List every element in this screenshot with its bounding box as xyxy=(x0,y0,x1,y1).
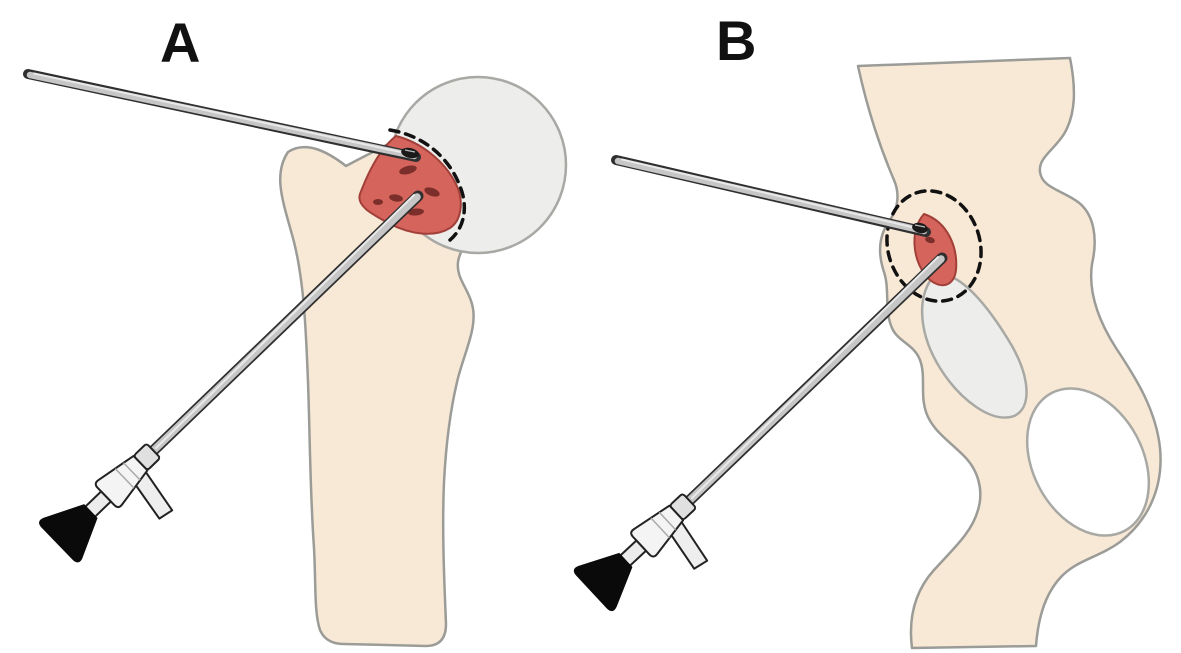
handle-ridge xyxy=(658,511,677,531)
arthroscope xyxy=(39,190,424,563)
handle-knob xyxy=(573,552,633,612)
panel-a: A xyxy=(23,11,568,648)
lesion-spot xyxy=(399,165,417,175)
acetabular-cartilage xyxy=(920,273,1028,419)
pin-entry-hatch xyxy=(914,224,926,228)
arthroscope-handle xyxy=(39,443,174,563)
lesion-dashed-outline xyxy=(885,189,983,303)
pin-entry-hatch xyxy=(404,149,416,153)
lesion-spot xyxy=(389,194,403,202)
lesion-spots xyxy=(373,165,440,216)
lesion-spot xyxy=(424,187,440,197)
panel-a-label: A xyxy=(160,11,200,74)
obturator-foramen xyxy=(1025,387,1151,537)
handle-ridge xyxy=(650,517,670,539)
lesion-spot xyxy=(373,199,383,205)
lesion-dashed-outline xyxy=(388,128,467,242)
handle-ridge xyxy=(122,462,141,481)
handle-knob xyxy=(39,504,98,563)
lesion-area xyxy=(358,135,462,235)
panel-b: B xyxy=(573,9,1162,650)
handle-body xyxy=(630,504,685,558)
guide-pin xyxy=(23,69,421,162)
lesion-spot xyxy=(925,236,935,244)
arthroscope-handle xyxy=(573,493,709,612)
handle-ridge xyxy=(114,468,135,489)
lesion-spot xyxy=(408,208,424,216)
handle-body xyxy=(94,454,149,509)
guide-pin xyxy=(611,155,931,237)
arthroscope xyxy=(573,252,948,612)
panel-b-label: B xyxy=(716,9,756,72)
